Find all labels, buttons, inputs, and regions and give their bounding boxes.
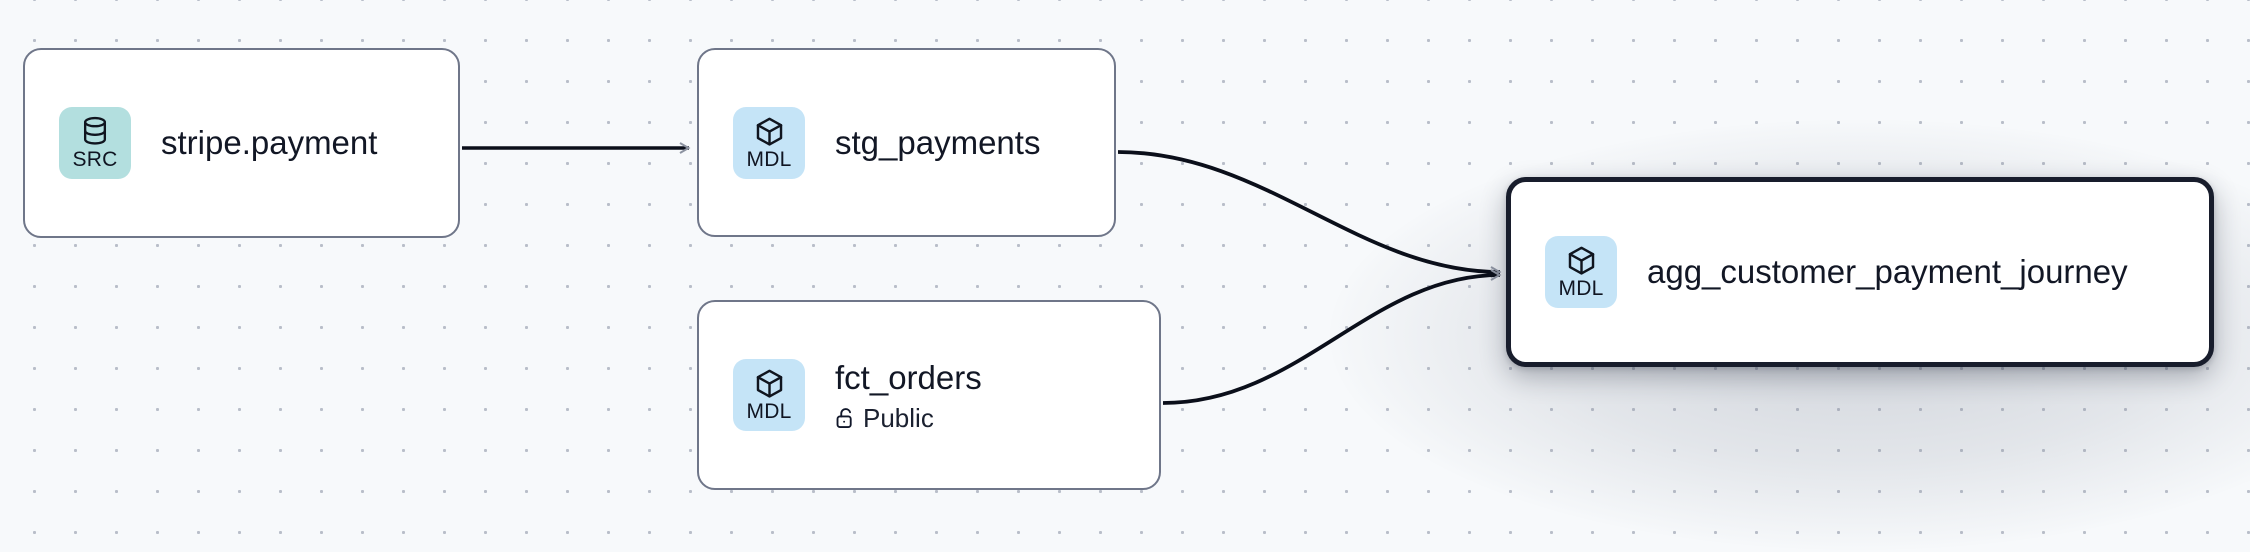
- database-icon: [80, 116, 110, 148]
- cube-icon: [754, 116, 785, 148]
- node-labels: stripe.payment: [161, 123, 377, 163]
- node-type-badge-label: MDL: [1558, 277, 1604, 300]
- node-visibility-label: Public: [863, 402, 934, 433]
- node-labels: agg_customer_payment_journey: [1647, 252, 2128, 292]
- node-type-badge-label: SRC: [72, 148, 118, 171]
- cube-icon: [754, 368, 785, 400]
- edge-stg-payments-to-agg-customer-payment-journey: [1117, 150, 1502, 278]
- node-title: agg_customer_payment_journey: [1647, 253, 2128, 290]
- node-title: stripe.payment: [161, 124, 378, 161]
- node-labels: stg_payments: [835, 123, 1040, 163]
- unlock-icon: [835, 407, 855, 429]
- node-type-badge-mdl: MDL: [733, 106, 805, 179]
- node-type-badge-mdl: MDL: [1545, 236, 1617, 308]
- node-visibility: Public: [835, 403, 982, 433]
- node-stg-payments[interactable]: MDL stg_payments: [697, 48, 1116, 237]
- node-title: stg_payments: [835, 123, 1041, 161]
- node-stripe-payment[interactable]: SRC stripe.payment: [23, 48, 460, 238]
- node-fct-orders[interactable]: MDL fct_orders Public: [697, 300, 1161, 490]
- node-type-badge-src: SRC: [59, 107, 131, 179]
- node-agg-customer-payment-journey[interactable]: MDL agg_customer_payment_journey: [1506, 177, 2214, 367]
- node-title: fct_orders: [835, 358, 982, 396]
- cube-icon: [1566, 245, 1597, 277]
- node-type-badge-label: MDL: [746, 147, 792, 171]
- edge-fct-orders-to-agg-customer-payment-journey: [1162, 269, 1502, 405]
- node-type-badge-mdl: MDL: [733, 359, 805, 431]
- node-type-badge-label: MDL: [746, 400, 792, 423]
- node-labels: fct_orders Public: [835, 358, 982, 433]
